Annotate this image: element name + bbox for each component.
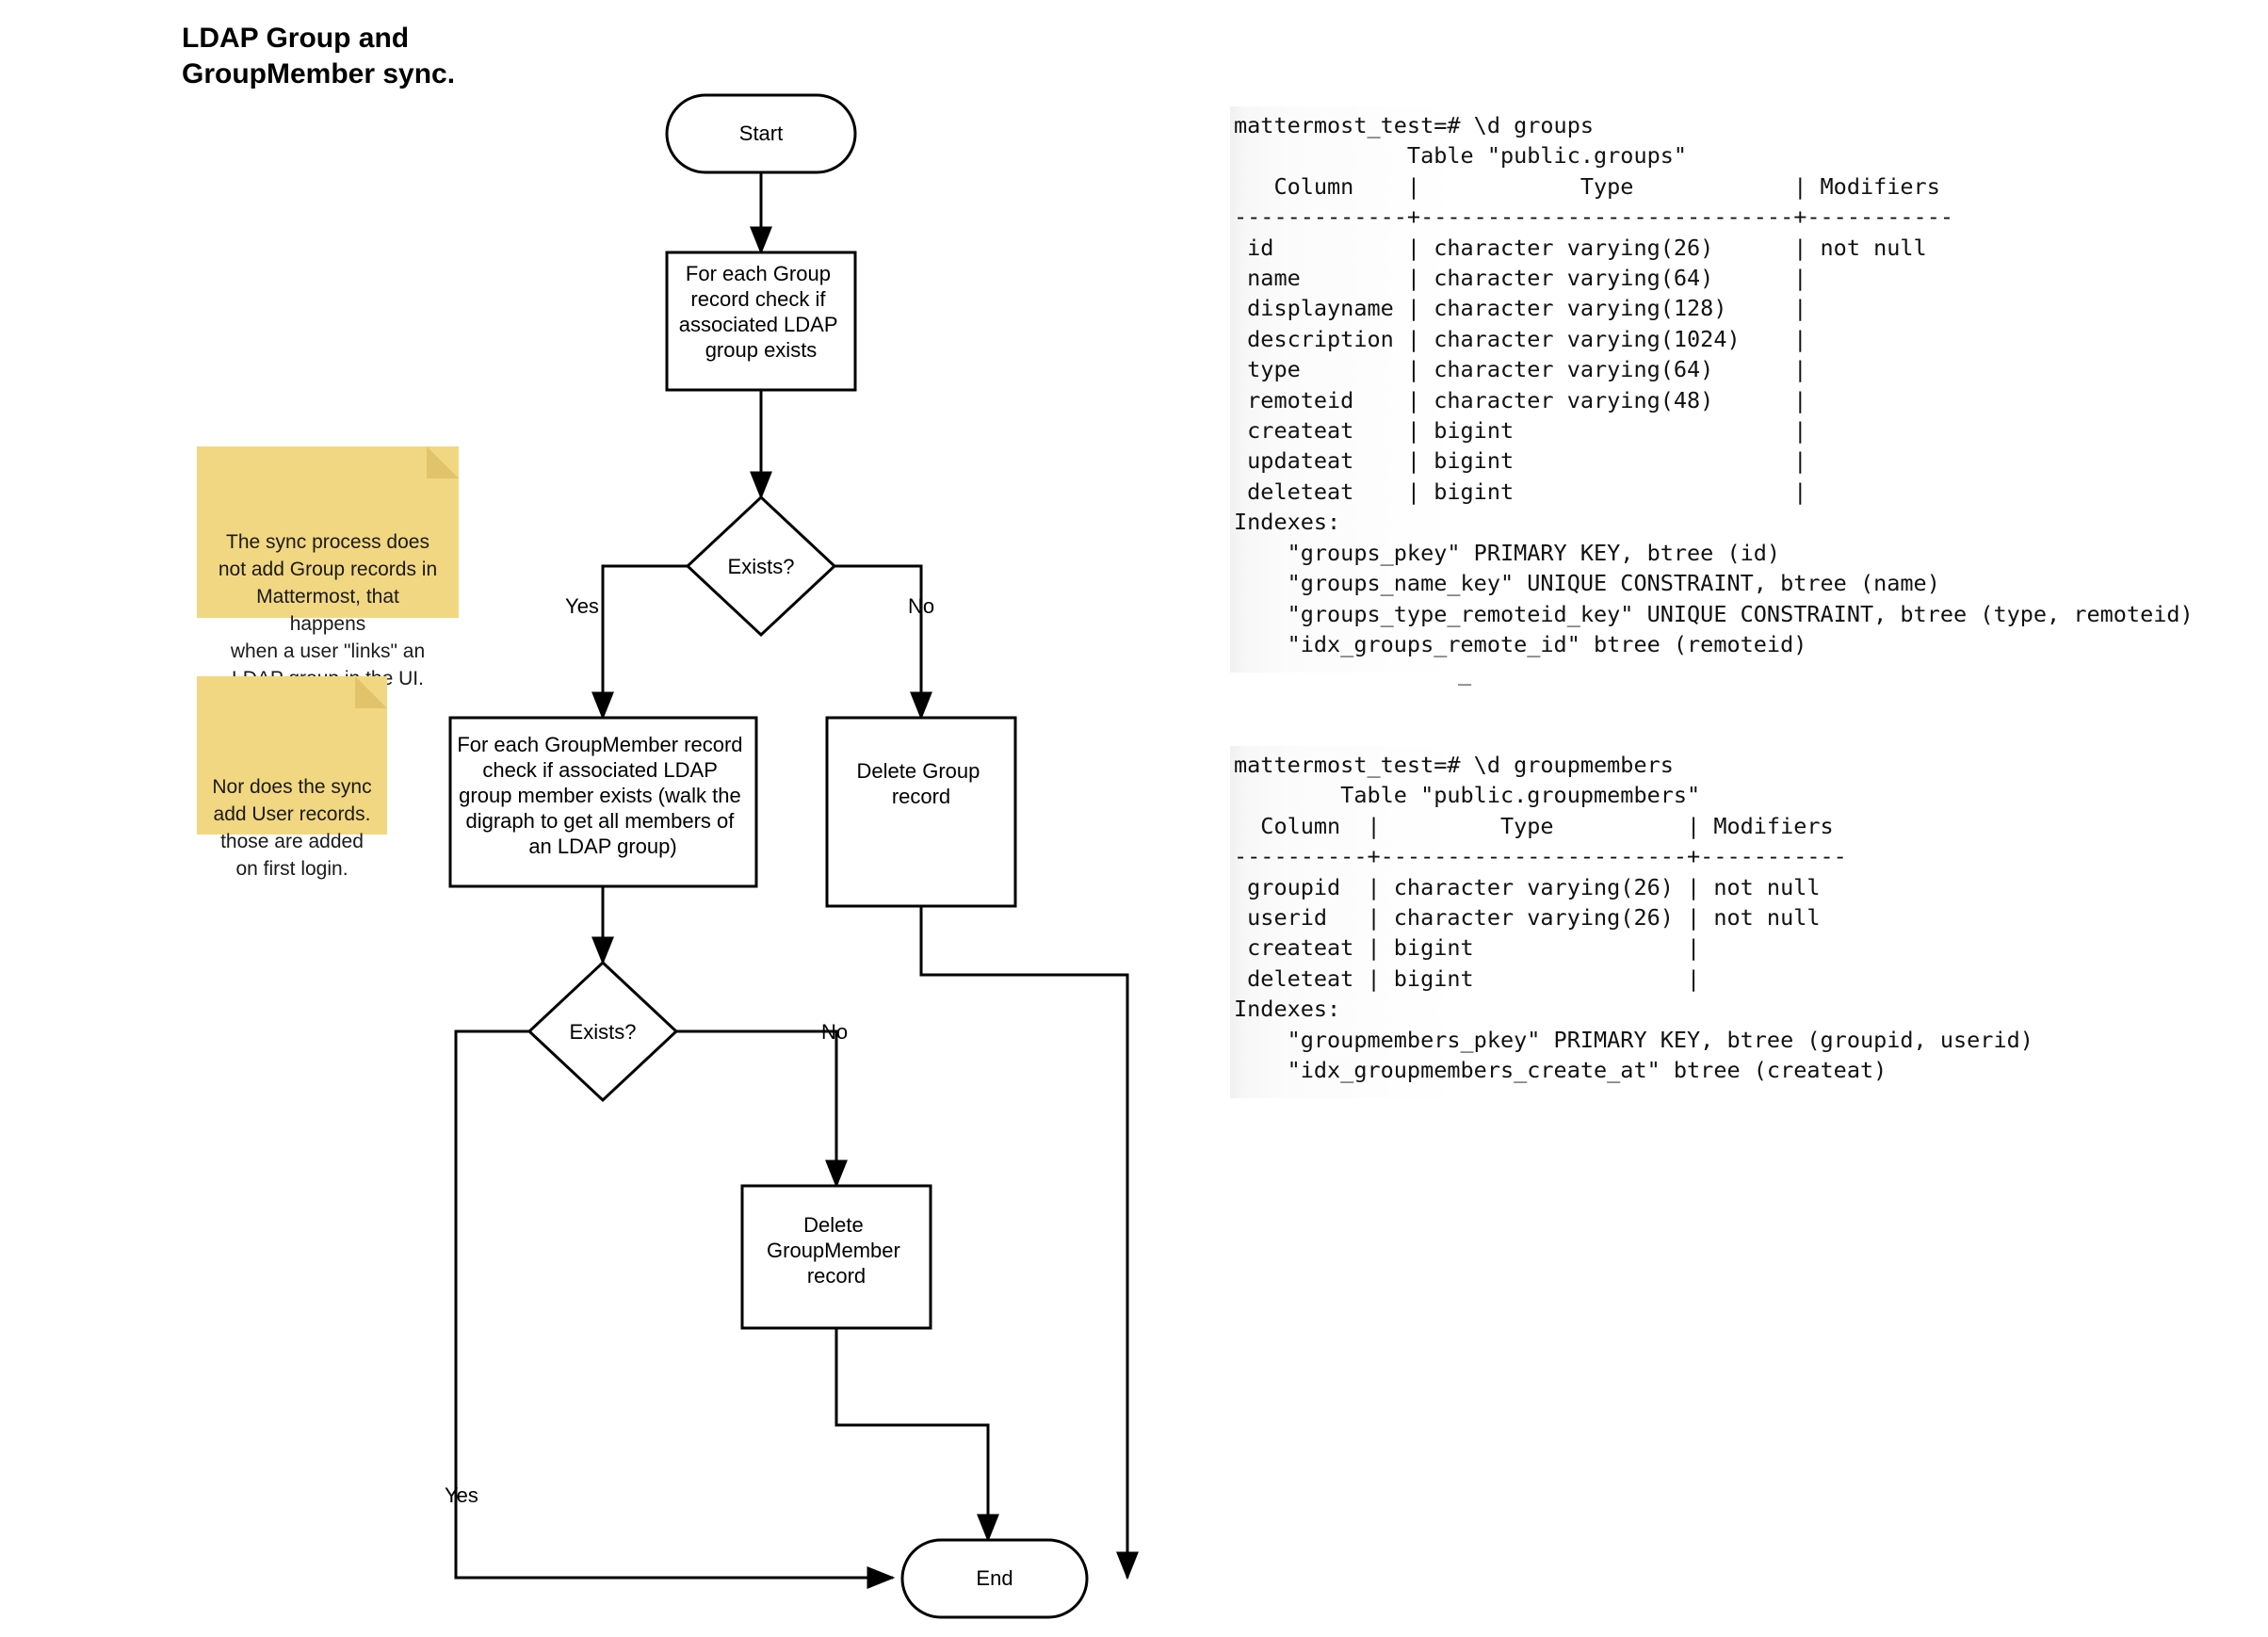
edge-exists-group-yes [591,564,688,721]
edge-label-member-no: No [821,1020,848,1044]
note-fold-icon [427,446,459,478]
flowchart-canvas: Start For each Group record check if ass… [445,93,1139,1619]
edge-exists-group-no [834,564,932,721]
node-delete-group[interactable] [825,716,1017,908]
node-start[interactable] [665,93,857,174]
node-delete-groupmember[interactable] [740,1184,932,1330]
sticky-note-group-sync: The sync process does not add Group reco… [197,446,459,689]
node-start-label: Start [739,122,783,145]
terminal-output-groups: mattermost_test=# \d groups Table "publi… [1230,106,2194,673]
sticky-note-text: Nor does the sync add User records. thos… [212,775,372,880]
node-delete-groupmember-label: Delete GroupMember record [767,1213,906,1288]
terminal-output-groupmembers: mattermost_test=# \d groupmembers Table … [1230,746,2033,1099]
sticky-note-user-sync: Nor does the sync add User records. thos… [197,676,387,880]
terminal-cursor: _ [1458,659,1472,686]
node-end[interactable] [900,1538,1089,1619]
edge-exists-member-no [676,1029,848,1189]
sticky-note-text: The sync process does not add Group reco… [218,530,438,689]
edge-exists-member-yes [454,1029,896,1589]
page-title: LDAP Group and GroupMember sync. [182,23,456,89]
node-exists-groupmember[interactable] [526,960,679,1103]
node-check-groupmember-label: For each GroupMember record check if ass… [457,733,748,858]
edge-label-group-yes: Yes [565,594,599,618]
edge-deletemember-to-end [834,1328,999,1543]
edge-delete-group-to-end [919,906,1139,1580]
node-exists-group-label: Exists? [728,555,795,578]
note-fold-icon [355,676,387,708]
node-exists-groupmember-label: Exists? [570,1020,637,1044]
node-check-group[interactable] [665,251,857,392]
edge-label-member-yes: Yes [445,1483,478,1507]
node-end-label: End [976,1566,1012,1590]
node-exists-group[interactable] [685,494,837,638]
edge-label-group-no: No [908,594,934,618]
node-check-groupmember[interactable] [448,716,758,888]
node-delete-group-label: Delete Group record [857,759,986,808]
node-check-group-label: For each Group record check if associate… [679,262,844,362]
